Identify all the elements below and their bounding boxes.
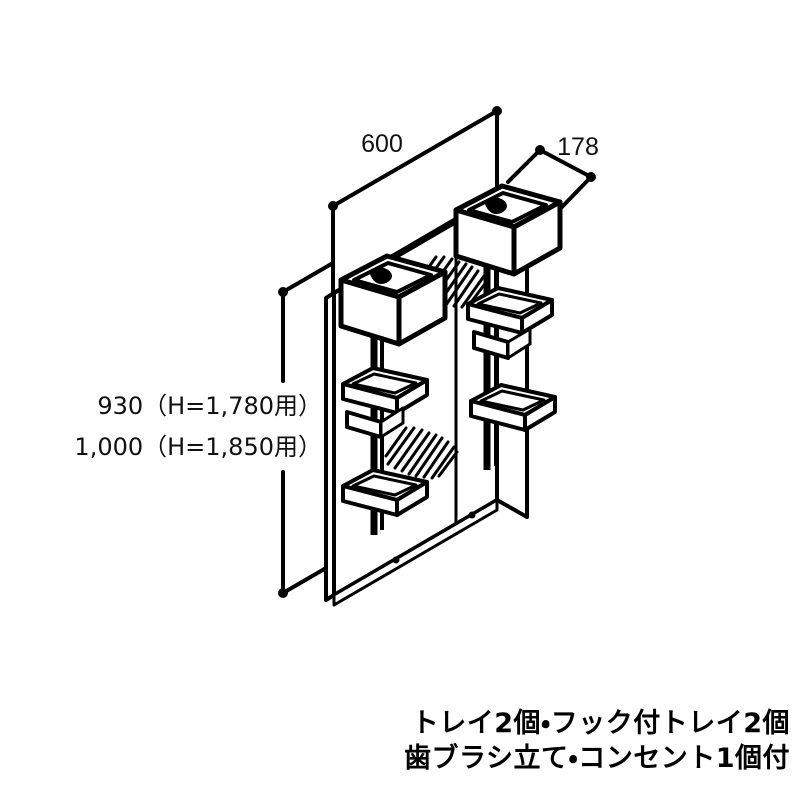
product-feature-caption: トレイ2個・フック付トレイ2個 歯ブラシ立て・コンセント1個付 [0, 706, 790, 776]
depth-dot-left [535, 145, 545, 155]
mirror-cabinet [324, 186, 560, 607]
height-dimension-label-1850: 1,000（H=1,850用） [74, 433, 322, 461]
height-dot-bottom [278, 588, 288, 598]
depth-dimension-label: 178 [557, 133, 599, 161]
height-leader-top [281, 261, 335, 294]
bottom-rail-fastener-left [392, 556, 400, 564]
width-dimension-label: 600 [361, 130, 403, 158]
depth-dimension-line [538, 148, 593, 179]
mirror-panel-left-edge [324, 291, 336, 602]
height-dimension: 930（H=1,780用） 1,000（H=1,850用） [74, 261, 335, 598]
depth-dot-right [586, 172, 596, 182]
width-dimension-line [331, 109, 499, 208]
height-dimension-label-1780: 930（H=1,780用） [97, 392, 322, 420]
depth-dimension: 178 [506, 133, 599, 211]
height-dot-top [278, 287, 288, 297]
toothbrush-holder-right [456, 186, 560, 274]
hook-tray-right-middle [466, 286, 554, 360]
hook-tray-left-middle [341, 366, 429, 439]
caption-line-1: トレイ2個・フック付トレイ2個 [411, 708, 790, 739]
caption-line-2: 歯ブラシ立て・コンセント1個付 [404, 743, 790, 775]
width-dimension: 600 [328, 106, 502, 294]
depth-extension-right [558, 175, 593, 211]
width-dot-left [328, 201, 338, 211]
tray-hook-right-side [506, 327, 532, 360]
bottom-rail-fastener-right [468, 511, 476, 519]
cabinet-bottom-rail [332, 498, 499, 607]
depth-extension-left [506, 148, 542, 184]
width-dot-right [492, 106, 502, 116]
tray-hook-left-side [379, 406, 405, 439]
